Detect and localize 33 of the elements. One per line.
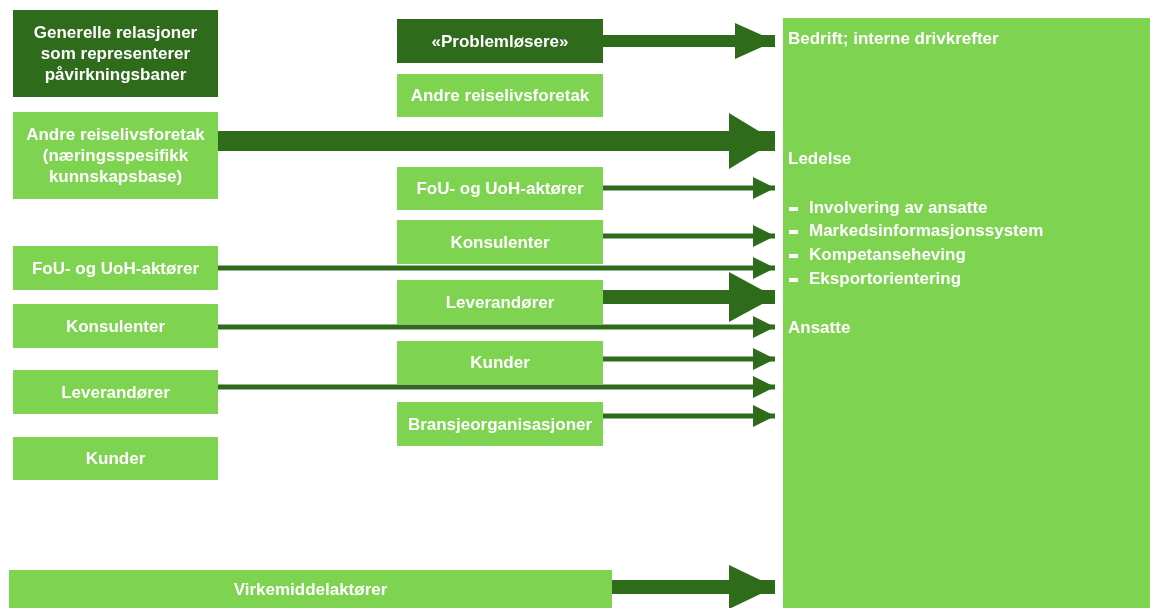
actor-box: Konsulenter [397, 220, 603, 264]
arrow [603, 272, 775, 322]
arrow [603, 405, 775, 427]
actor-box: FoU- og UoH-aktører [397, 167, 603, 210]
actor-box: Leverandører [13, 370, 218, 414]
actor-box: Kunder [397, 341, 603, 384]
arrow [218, 316, 775, 338]
highlight-box: «Problemløsere» [397, 19, 603, 63]
arrow [603, 225, 775, 247]
arrow [603, 348, 775, 370]
actor-box: Virkemiddelaktører [9, 570, 612, 608]
panel-heading: Bedrift; interne drivkrefter [788, 28, 999, 49]
list-item: Eksportorientering [809, 268, 962, 289]
arrow [612, 565, 775, 608]
highlight-box: Generelle relasjoner som representerer påvirkningsbaner [13, 10, 218, 97]
actor-box: Andre reiselivsforetak (næringsspesifikk kunnskapsbase) [13, 112, 218, 199]
actor-box: Kunder [13, 437, 218, 480]
arrow [218, 257, 775, 279]
section-heading: Ansatte [788, 317, 851, 338]
actor-box: Konsulenter [13, 304, 218, 348]
list-item: Involvering av ansatte [809, 197, 988, 218]
section-heading: Ledelse [788, 148, 852, 169]
actor-box: Andre reiselivsforetak [397, 74, 603, 117]
arrow [603, 23, 775, 59]
company-panel [783, 18, 1150, 608]
list-item: Markedsinformasjonssystem [809, 220, 1044, 241]
arrow [218, 376, 775, 398]
list-item: Kompetanseheving [809, 244, 966, 265]
actor-box: FoU- og UoH-aktører [13, 246, 218, 290]
actor-box: Bransjeorganisasjoner [397, 402, 603, 446]
actor-box: Leverandører [397, 280, 603, 324]
arrow [218, 113, 775, 169]
arrow [603, 177, 775, 199]
